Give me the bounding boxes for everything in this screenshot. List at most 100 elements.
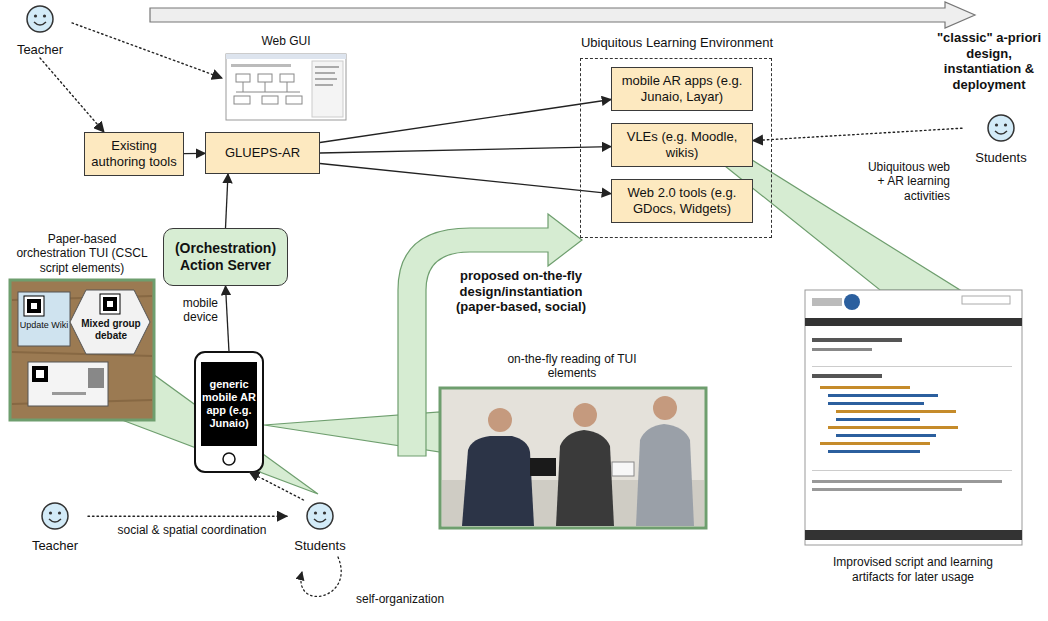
photo-paper xyxy=(612,462,634,476)
phone-button xyxy=(223,453,235,465)
screenshot-tree xyxy=(236,82,300,92)
smiley-eye xyxy=(1004,123,1007,126)
screenshot-line xyxy=(315,66,339,68)
qr-marker xyxy=(32,366,48,382)
flow-arrow xyxy=(226,286,230,352)
panel-caption: Web GUI xyxy=(226,34,346,48)
photo-tablet xyxy=(530,458,556,476)
person-label: Students xyxy=(975,150,1026,166)
screenshot-frame xyxy=(805,290,1022,545)
screenshot-tree xyxy=(286,96,302,104)
screenshot-panel: Improvised script and learning artifacts… xyxy=(800,288,1026,584)
flow-arrow xyxy=(320,147,611,153)
phone-body xyxy=(195,352,263,472)
screenshot-line xyxy=(812,338,902,342)
flow-arrow xyxy=(320,100,611,143)
screenshot-line xyxy=(836,434,936,437)
annotation-label: proposed on-the-fly design/instantiation… xyxy=(446,268,596,315)
photo-panel: on-the-fly reading of TUI elements xyxy=(436,352,708,530)
qr-marker xyxy=(107,301,113,307)
flow-arrow xyxy=(320,164,611,194)
screenshot-line xyxy=(812,366,1012,367)
smiley-eye xyxy=(314,511,317,514)
screenshot-logo xyxy=(812,298,842,306)
timeline-arrow xyxy=(150,2,975,28)
edge-label: Ubiquitous web + AR learning activities xyxy=(858,160,950,203)
screenshot-line xyxy=(820,442,930,445)
qr-marker xyxy=(103,297,117,311)
smiley-face xyxy=(988,115,1014,141)
smiley-eye xyxy=(49,511,52,514)
screenshot-line xyxy=(812,480,1002,483)
smiley-eye xyxy=(323,511,326,514)
edge-label: mobile device xyxy=(156,296,218,325)
qr-marker xyxy=(36,370,44,378)
person-figure: Teacher xyxy=(8,4,72,58)
flow-arrow xyxy=(226,174,229,228)
group-heading: Ubiquitous Learning Environment xyxy=(561,35,793,51)
smiley-mouth xyxy=(49,519,61,522)
paper-card xyxy=(70,290,150,354)
screenshot-line xyxy=(812,374,882,378)
screenshot-line xyxy=(836,410,956,413)
panel-caption: on-the-fly reading of TUI elements xyxy=(502,352,642,381)
screenshot-line xyxy=(812,488,962,491)
flow-arrow xyxy=(184,153,205,155)
person-label: Students xyxy=(294,538,345,554)
smiley-mouth xyxy=(314,519,326,522)
screenshot-search xyxy=(962,296,1010,304)
box-label: mobile AR apps (e.g. Junaio, Layar) xyxy=(616,73,748,104)
screenshot-line xyxy=(828,426,958,429)
screen-label: generic mobile AR app (e.g. Junaio) xyxy=(202,378,256,431)
screenshot-line xyxy=(828,394,938,397)
card-text: Mixed group debate xyxy=(76,318,146,342)
photo-person xyxy=(573,403,597,427)
panel-caption: Improvised script and learning artifacts… xyxy=(813,555,1013,584)
screenshot-line xyxy=(828,450,920,453)
smiley-mouth xyxy=(995,131,1007,134)
process-box: GLUEPS-AR xyxy=(205,132,320,174)
process-box: VLEs (e.g. Moodle, wikis) xyxy=(611,123,753,167)
card-text: Update Wiki xyxy=(19,320,69,331)
smiley-icon xyxy=(988,115,1014,141)
screenshot-line xyxy=(820,386,910,389)
box-label: Web 2.0 tools (e.g. GDocs, Widgets) xyxy=(616,185,748,216)
dotted-arrow xyxy=(753,128,962,140)
person-label: Teacher xyxy=(32,538,78,554)
phone-screen xyxy=(201,362,257,446)
dotted-arrow xyxy=(88,516,287,517)
screenshot-frame xyxy=(226,54,346,120)
person-figure: Students xyxy=(287,500,353,554)
photo-person xyxy=(636,424,694,526)
group-region: Ubiquitous Learning Environmentmobile AR… xyxy=(580,58,772,238)
phone-screen-area: generic mobile AR app (e.g. Junaio) xyxy=(201,362,257,446)
box-label: VLEs (e.g. Moodle, wikis) xyxy=(616,129,748,160)
process-box: mobile AR apps (e.g. Junaio, Layar) xyxy=(611,67,753,111)
screenshot-line xyxy=(812,348,872,351)
paper-card xyxy=(28,362,108,406)
smiley-eye xyxy=(43,14,46,17)
phone-device: generic mobile AR app (e.g. Junaio) xyxy=(195,352,263,472)
edge-label: social & spatial coordination xyxy=(100,523,284,537)
screenshot-logo xyxy=(844,294,860,310)
photo-person xyxy=(488,408,512,432)
server-box: (Orchestration) Action Server xyxy=(163,228,288,286)
screenshot-bar xyxy=(805,318,1022,326)
screenshot-line xyxy=(828,402,924,405)
dotted-arrow xyxy=(72,23,222,78)
qr-marker xyxy=(27,299,41,313)
smiley-eye xyxy=(34,14,37,17)
box-label: GLUEPS-AR xyxy=(225,145,300,161)
screenshot-bar xyxy=(226,54,346,59)
qr-marker xyxy=(100,294,120,314)
smiley-icon xyxy=(27,6,53,32)
photo-person xyxy=(556,430,614,526)
screenshot-line xyxy=(231,64,291,67)
photo-person xyxy=(653,396,677,420)
screenshot-tree xyxy=(236,74,250,82)
smiley-icon xyxy=(42,503,68,529)
card-line xyxy=(52,392,86,395)
card-photo xyxy=(88,368,104,388)
screenshot-panel: Web GUI xyxy=(222,34,350,122)
